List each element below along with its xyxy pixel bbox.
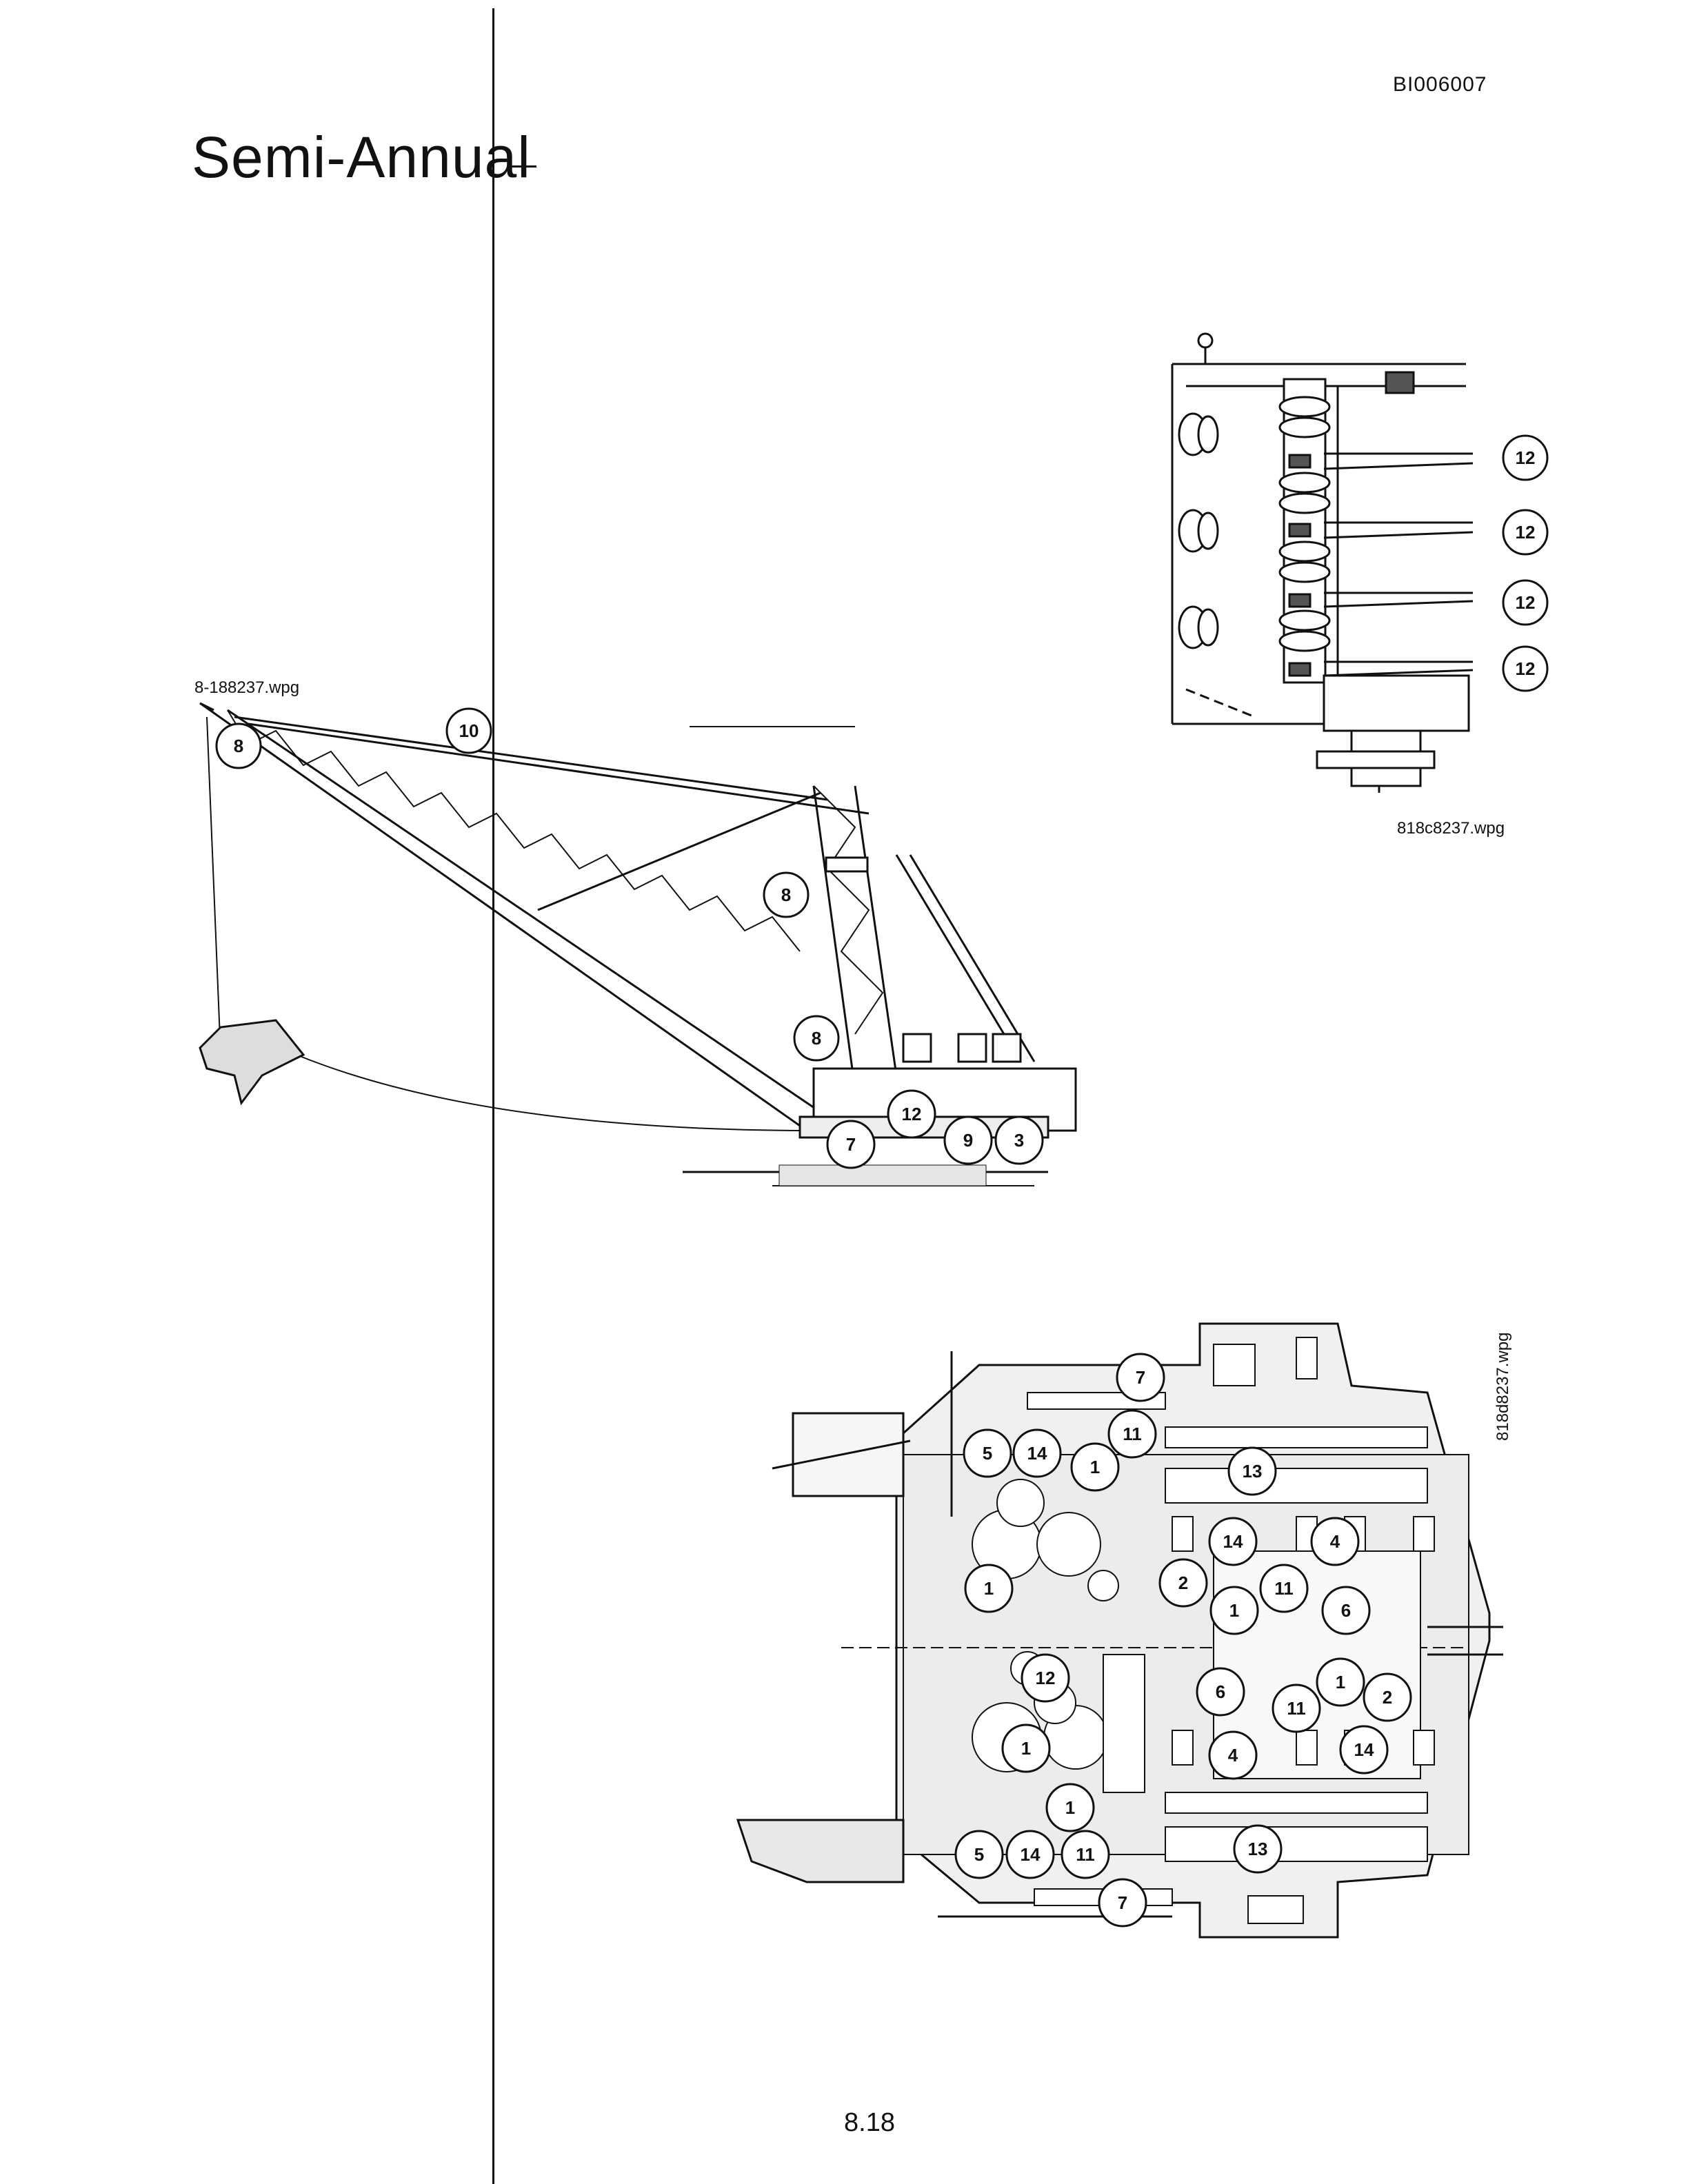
svg-text:10: 10 xyxy=(459,720,479,741)
page-number: 8.18 xyxy=(844,2108,895,2137)
svg-text:1: 1 xyxy=(984,1578,994,1599)
callout-7: 7 xyxy=(826,1120,876,1169)
callout-1: 1 xyxy=(1045,1783,1095,1832)
svg-text:8: 8 xyxy=(234,736,243,756)
callout-8: 8 xyxy=(215,722,262,769)
svg-text:7: 7 xyxy=(846,1134,856,1155)
callout-11: 11 xyxy=(1272,1684,1321,1733)
callout-9: 9 xyxy=(943,1115,993,1165)
svg-text:14: 14 xyxy=(1027,1443,1047,1464)
svg-text:9: 9 xyxy=(963,1130,973,1151)
svg-text:2: 2 xyxy=(1178,1573,1188,1593)
callout-12: 12 xyxy=(1502,509,1549,556)
svg-text:12: 12 xyxy=(1516,447,1536,468)
callout-13: 13 xyxy=(1233,1824,1283,1874)
callout-11: 11 xyxy=(1259,1564,1309,1613)
callout-12: 12 xyxy=(1502,434,1549,481)
svg-text:13: 13 xyxy=(1243,1461,1263,1482)
svg-text:6: 6 xyxy=(1216,1681,1225,1702)
svg-text:1: 1 xyxy=(1229,1600,1239,1621)
svg-text:4: 4 xyxy=(1228,1745,1238,1766)
svg-text:3: 3 xyxy=(1014,1130,1024,1151)
svg-text:12: 12 xyxy=(1516,658,1536,679)
page-title: Semi-Annual xyxy=(192,125,531,190)
callout-1: 1 xyxy=(1001,1723,1051,1773)
svg-text:1: 1 xyxy=(1090,1457,1100,1477)
callout-1: 1 xyxy=(964,1564,1014,1613)
callout-12: 12 xyxy=(1021,1653,1070,1703)
callout-1: 1 xyxy=(1070,1442,1120,1492)
svg-text:8: 8 xyxy=(781,884,791,905)
svg-text:12: 12 xyxy=(1516,592,1536,613)
callout-5: 5 xyxy=(963,1428,1012,1478)
callout-7: 7 xyxy=(1116,1353,1165,1402)
callout-14: 14 xyxy=(1012,1428,1062,1478)
side-figure-filename: 8-188237.wpg xyxy=(194,678,300,697)
callout-14: 14 xyxy=(1339,1725,1389,1775)
detail-figure-filename: 818c8237.wpg xyxy=(1397,819,1505,838)
svg-text:11: 11 xyxy=(1274,1578,1294,1599)
svg-text:12: 12 xyxy=(902,1104,922,1124)
callout-12: 12 xyxy=(1502,645,1549,692)
svg-text:11: 11 xyxy=(1123,1424,1142,1444)
svg-text:5: 5 xyxy=(983,1443,992,1464)
svg-text:8: 8 xyxy=(812,1028,821,1049)
callout-10: 10 xyxy=(445,707,492,754)
svg-text:11: 11 xyxy=(1287,1698,1306,1719)
callout-11: 11 xyxy=(1061,1830,1110,1879)
callout-8: 8 xyxy=(793,1015,840,1062)
title-dash xyxy=(509,165,536,168)
svg-text:12: 12 xyxy=(1036,1668,1056,1688)
svg-text:2: 2 xyxy=(1383,1687,1392,1708)
callout-1: 1 xyxy=(1316,1657,1365,1707)
callout-2: 2 xyxy=(1158,1558,1208,1608)
scan-line-artifact xyxy=(492,8,494,2184)
callout-12: 12 xyxy=(887,1089,936,1139)
svg-text:11: 11 xyxy=(1076,1844,1095,1865)
svg-text:1: 1 xyxy=(1065,1797,1075,1818)
callout-13: 13 xyxy=(1227,1446,1277,1496)
callout-14: 14 xyxy=(1208,1517,1258,1566)
callout-3: 3 xyxy=(994,1115,1044,1165)
callout-4: 4 xyxy=(1310,1517,1360,1566)
document-id: BI006007 xyxy=(1393,73,1487,96)
callout-2: 2 xyxy=(1363,1672,1412,1722)
svg-text:14: 14 xyxy=(1223,1531,1243,1552)
svg-text:1: 1 xyxy=(1336,1672,1345,1692)
callout-6: 6 xyxy=(1196,1667,1245,1717)
svg-text:14: 14 xyxy=(1354,1739,1374,1760)
callout-11: 11 xyxy=(1107,1409,1157,1459)
callout-4: 4 xyxy=(1208,1730,1258,1780)
callout-5: 5 xyxy=(954,1830,1004,1879)
svg-text:7: 7 xyxy=(1136,1367,1145,1388)
svg-text:5: 5 xyxy=(974,1844,984,1865)
svg-text:12: 12 xyxy=(1516,522,1536,543)
svg-text:7: 7 xyxy=(1118,1892,1127,1913)
svg-text:13: 13 xyxy=(1248,1839,1268,1859)
svg-text:6: 6 xyxy=(1341,1600,1351,1621)
svg-text:1: 1 xyxy=(1021,1738,1031,1759)
callout-6: 6 xyxy=(1321,1586,1371,1635)
callout-12: 12 xyxy=(1502,579,1549,626)
callout-7: 7 xyxy=(1098,1878,1147,1928)
svg-text:14: 14 xyxy=(1021,1844,1041,1865)
callout-8: 8 xyxy=(763,871,810,918)
callout-14: 14 xyxy=(1005,1830,1055,1879)
callout-1: 1 xyxy=(1209,1586,1259,1635)
svg-text:4: 4 xyxy=(1330,1531,1340,1552)
